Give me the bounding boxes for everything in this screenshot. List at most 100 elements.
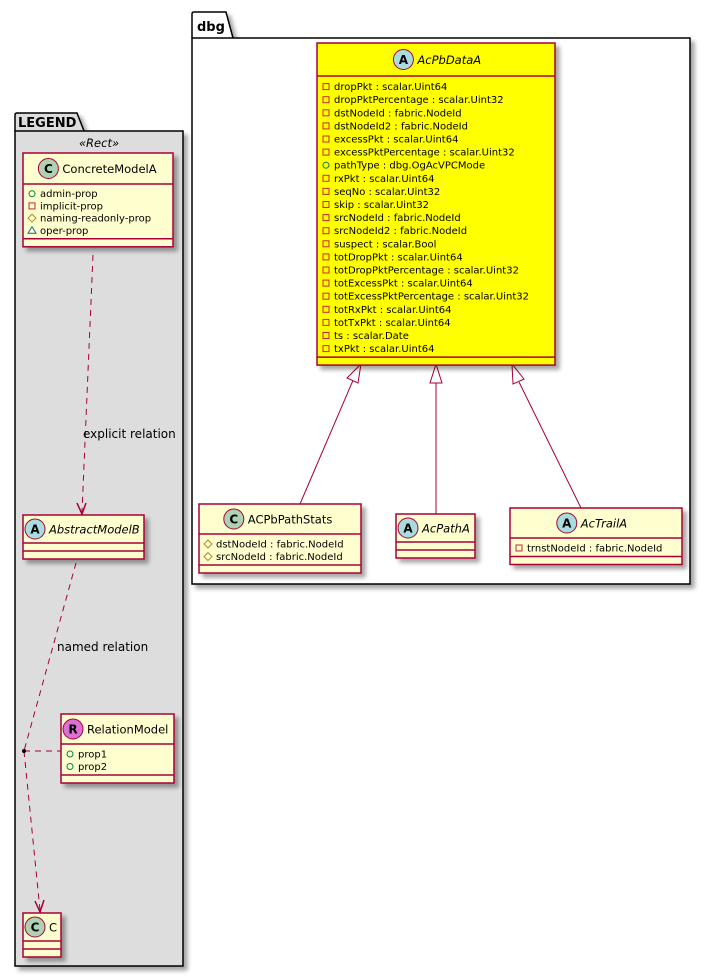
attribute-text: dropPkt : scalar.Uint64	[334, 82, 447, 93]
visibility-private-icon	[322, 201, 330, 208]
inherit-line-acpbpathstats	[299, 363, 361, 505]
attribute-text: prop2	[78, 762, 107, 773]
class-attribute: naming-readonly-prop	[27, 213, 151, 225]
class-name: ConcreteModelA	[62, 162, 156, 176]
abstract-type-icon: A	[397, 517, 419, 539]
attribute-text: skip : scalar.Uint32	[334, 200, 429, 211]
attribute-text: dropPktPercentage : scalar.Uint32	[334, 95, 504, 106]
visibility-private-icon	[322, 318, 330, 326]
attribute-text: excessPkt : scalar.Uint64	[334, 135, 458, 146]
class-attribute: srcNodeId : fabric.NodeId	[203, 551, 343, 563]
attribute-text: pathType : dbg.OgAcVPCMode	[334, 161, 485, 172]
abstract-type-icon: A	[556, 512, 578, 534]
abstract-type-icon: A	[24, 518, 46, 540]
visibility-private-icon	[322, 122, 330, 130]
attribute-text: totRxPkt : scalar.Uint64	[334, 305, 452, 316]
class-attribute: totExcessPktPercentage : scalar.Uint32	[322, 292, 529, 303]
attribute-text: ts : scalar.Date	[334, 331, 409, 342]
attribute-text: dstNodeId : fabric.NodeId	[334, 108, 462, 119]
type-letter: C	[44, 162, 53, 176]
class-attribute: dstNodeId : fabric.NodeId	[322, 108, 462, 119]
visibility-private-icon	[322, 253, 330, 261]
visibility-protected-icon	[203, 539, 213, 549]
visibility-private-icon	[322, 305, 330, 313]
inherit-arrow-acpbpathstats	[346, 362, 362, 384]
type-letter: A	[399, 53, 409, 67]
class-name: AbstractModelB	[48, 523, 140, 537]
visibility-private-icon	[322, 240, 330, 248]
class-abstractmodelb[interactable]: A AbstractModelB	[22, 514, 145, 560]
class-attribute: txPkt : scalar.Uint64	[322, 344, 435, 355]
visibility-public-icon	[66, 750, 74, 758]
class-name: RelationModel	[87, 723, 168, 737]
attribute-text: totDropPkt : scalar.Uint64	[334, 252, 463, 263]
visibility-private-icon	[322, 266, 330, 274]
visibility-public-icon	[66, 763, 74, 770]
attribute-text: totExcessPktPercentage : scalar.Uint32	[334, 292, 529, 303]
visibility-private-icon	[322, 148, 330, 156]
class-attribute: srcNodeId : fabric.NodeId	[322, 213, 461, 224]
attribute-text: totDropPktPercentage : scalar.Uint32	[334, 266, 519, 277]
explicit-relation-label: explicit relation	[83, 427, 176, 441]
attribute-text: seqNo : scalar.Uint32	[334, 187, 440, 198]
class-attribute: totDropPkt : scalar.Uint64	[322, 252, 463, 263]
visibility-private-icon	[322, 279, 330, 287]
attribute-text: suspect : scalar.Bool	[334, 239, 436, 250]
attribute-text: srcNodeId : fabric.NodeId	[216, 552, 343, 563]
class-attribute: prop2	[66, 762, 107, 773]
visibility-public-icon	[322, 161, 330, 169]
attribute-text: excessPktPercentage : scalar.Uint32	[334, 148, 515, 159]
attribute-text: totTxPkt : scalar.Uint64	[334, 318, 451, 329]
visibility-private-icon	[322, 174, 330, 182]
attribute-text: naming-readonly-prop	[40, 214, 151, 225]
visibility-private-icon	[322, 227, 330, 235]
inherit-arrow-actraila	[511, 362, 525, 385]
class-type-icon: C	[37, 158, 59, 179]
attribute-text: srcNodeId : fabric.NodeId	[334, 213, 461, 224]
legend-stereotype: «Rect»	[79, 136, 119, 150]
visibility-private-icon	[322, 214, 330, 222]
class-attribute: oper-prop	[27, 226, 88, 237]
type-letter: A	[30, 523, 40, 537]
class-box	[509, 507, 683, 566]
class-attribute: srcNodeId2 : fabric.NodeId	[322, 226, 467, 237]
attribute-text: rxPkt : scalar.Uint64	[334, 174, 434, 185]
named-relation-line-lower	[23, 750, 41, 911]
class-attribute: dropPktPercentage : scalar.Uint32	[322, 95, 504, 106]
inherit-arrow-acpatha	[429, 362, 443, 384]
attribute-text: admin-prop	[40, 189, 98, 200]
class-type-icon: C	[223, 508, 245, 530]
visibility-private-icon	[322, 135, 330, 143]
class-attribute: trnstNodeId : fabric.NodeId	[515, 544, 662, 555]
visibility-private-icon	[28, 202, 36, 210]
visibility-protected-icon	[27, 213, 37, 223]
visibility-private-icon	[322, 187, 330, 195]
attribute-text: trnstNodeId : fabric.NodeId	[527, 544, 662, 555]
class-name: AcTrailA	[580, 517, 627, 531]
class-type-icon: C	[24, 916, 46, 938]
class-attribute: pathType : dbg.OgAcVPCMode	[322, 161, 485, 172]
attribute-text: dstNodeId : fabric.NodeId	[216, 540, 344, 551]
class-attribute: prop1	[66, 750, 107, 761]
visibility-private-icon	[322, 96, 330, 104]
class-attribute: totTxPkt : scalar.Uint64	[322, 318, 451, 329]
visibility-private-icon	[322, 292, 330, 300]
package-dbg-label: dbg	[197, 20, 225, 35]
class-attribute: excessPkt : scalar.Uint64	[322, 135, 458, 146]
attribute-text: oper-prop	[40, 226, 88, 237]
named-relation-arrowhead	[34, 899, 45, 915]
package-legend-tab	[14, 112, 85, 132]
visibility-private-icon	[515, 544, 523, 552]
type-letter: R	[68, 723, 77, 737]
class-box	[316, 42, 556, 366]
visibility-private-icon	[322, 83, 330, 91]
